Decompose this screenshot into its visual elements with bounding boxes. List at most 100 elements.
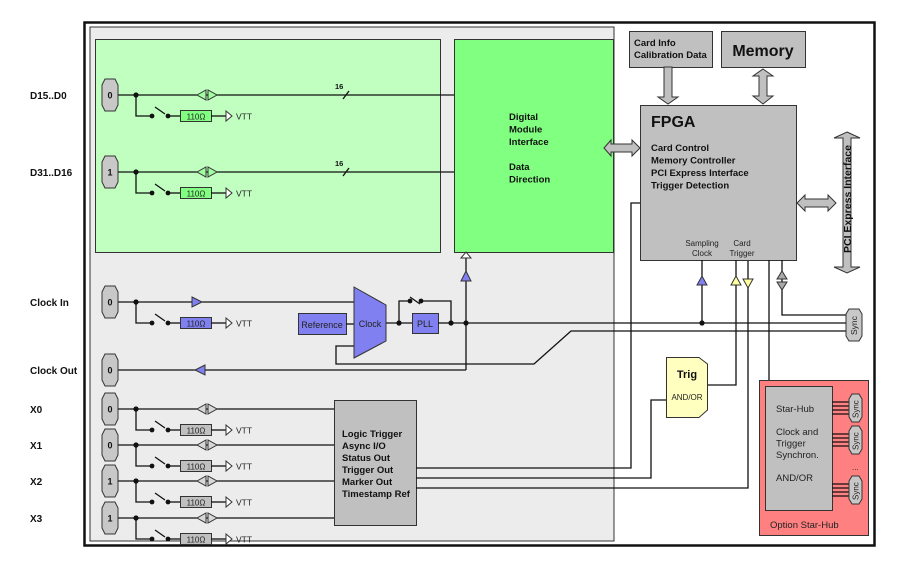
fpga-pcie-bidir-arrow-icon xyxy=(796,193,837,213)
vtt-icon xyxy=(225,186,233,200)
sampling-clock-label-2: Clock xyxy=(692,249,713,258)
bus-width: 16 xyxy=(335,159,343,168)
pcie-label: PCI Express Interface xyxy=(842,145,854,253)
pll-bypass-switch xyxy=(409,296,421,305)
connector-number: 0 xyxy=(107,298,112,308)
sync-clock-wire xyxy=(466,330,846,365)
trigger-and-or-wire xyxy=(416,399,666,479)
clock-feedback-wire xyxy=(335,345,466,365)
sync-label: Sync xyxy=(852,400,861,418)
text-line: Data xyxy=(509,162,530,173)
text-line: Marker Out xyxy=(342,477,393,488)
sync-connector[interactable]: Sync xyxy=(845,308,863,342)
star-hub-block xyxy=(765,386,833,511)
memory-block xyxy=(721,31,806,68)
text-line: Clock and xyxy=(776,427,818,438)
sync-label: Sync xyxy=(852,482,861,500)
text-line: Status Out xyxy=(342,453,391,464)
input-buffer-icon xyxy=(195,89,207,101)
output-buffer-icon xyxy=(207,475,219,487)
connector-x0[interactable]: 0 xyxy=(101,392,119,426)
connector-clkout[interactable]: 0 xyxy=(101,353,119,387)
text-line: Star-Hub xyxy=(776,404,814,415)
sampling-clock-buffer-icon xyxy=(696,274,708,286)
output-buffer-icon xyxy=(207,439,219,451)
vtt-icon xyxy=(225,109,233,123)
text-line: PCI Express Interface xyxy=(651,168,749,179)
text-line: Synchron. xyxy=(776,450,819,461)
clock-section: Reference Clock PLL xyxy=(118,251,846,376)
trig-title: Trig xyxy=(677,369,697,381)
port-label: Clock Out xyxy=(30,366,78,377)
bus-slash xyxy=(342,167,350,177)
sampling-clock-label-1: Sampling xyxy=(685,239,718,248)
clock-out-buffer-icon xyxy=(193,364,206,376)
termination-switch xyxy=(154,492,166,501)
connector-d0[interactable]: 0 xyxy=(101,78,119,112)
logic-trigger-block xyxy=(334,400,417,526)
connector-number: 0 xyxy=(107,366,112,376)
card-trigger-label-2: Trigger xyxy=(729,249,754,258)
port-label: Clock In xyxy=(30,298,69,309)
text-line: Timestamp Ref xyxy=(342,489,411,500)
star-hub-sync-connector[interactable]: Sync xyxy=(848,393,863,423)
connector-clkin[interactable]: 0 xyxy=(101,285,119,319)
data-io-region xyxy=(95,39,441,253)
memory-fpga-bidir-arrow-icon xyxy=(751,68,775,105)
vtt-label: VTT xyxy=(236,319,252,329)
resistor-value: 110Ω xyxy=(187,320,206,329)
text-line: Trigger xyxy=(776,439,806,450)
termination-switch xyxy=(154,183,166,192)
text-line: Module xyxy=(509,125,542,136)
pll-label: PLL xyxy=(417,319,433,329)
card-info-block xyxy=(629,31,713,68)
fpga-block xyxy=(640,105,797,261)
sync-bidir-down-icon xyxy=(776,281,788,291)
port-label: X3 xyxy=(30,514,43,525)
vtt-label: VTT xyxy=(236,426,252,436)
text-line: AND/OR xyxy=(776,473,813,484)
vtt-icon xyxy=(225,459,233,473)
port-clkin: Clock In 0 110Ω VTT xyxy=(30,285,252,330)
termination-switch xyxy=(154,529,166,538)
connector-d1[interactable]: 1 xyxy=(101,155,119,189)
star-hub-option-label: Option Star-Hub xyxy=(770,520,839,531)
star-hub-ellipsis: ... xyxy=(852,463,859,472)
text-line: Async I/O xyxy=(342,441,386,452)
trig-and-or-block xyxy=(666,357,708,418)
input-buffer-icon xyxy=(195,512,207,524)
star-hub-sync-connector[interactable]: Sync xyxy=(848,425,863,455)
connector-x2[interactable]: 1 xyxy=(101,464,119,498)
card-trigger-out-icon xyxy=(742,278,754,290)
connector-number: 1 xyxy=(107,514,112,524)
star-hub-sync-connector[interactable]: Sync xyxy=(848,475,863,505)
port-label: X0 xyxy=(30,405,43,416)
port-label: X2 xyxy=(30,477,43,488)
vtt-label: VTT xyxy=(236,189,252,199)
memory-label: Memory xyxy=(732,43,793,60)
connector-x1[interactable]: 0 xyxy=(101,428,119,462)
output-buffer-icon xyxy=(207,403,219,415)
connector-number: 0 xyxy=(107,441,112,451)
termination-switch xyxy=(154,313,166,322)
connector-number: 0 xyxy=(107,405,112,415)
resistor-value: 110Ω xyxy=(187,463,206,472)
output-buffer-icon xyxy=(207,89,219,101)
port-label: D31..D16 xyxy=(30,168,73,179)
vtt-label: VTT xyxy=(236,535,252,545)
input-buffer-icon xyxy=(195,475,207,487)
clock-in-buffer-icon xyxy=(191,296,204,308)
termination-switch xyxy=(154,106,166,115)
card-info-line-2: Calibration Data xyxy=(634,50,708,61)
text-line: Digital xyxy=(509,112,538,123)
connector-x3[interactable]: 1 xyxy=(101,501,119,535)
